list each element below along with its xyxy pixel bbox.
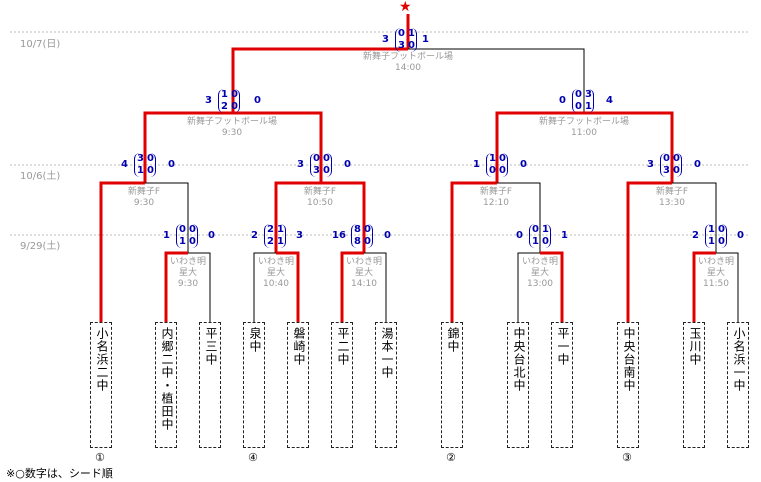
team-onahama-ni: 小名浜二中 (90, 322, 112, 448)
seed-4: ④ (248, 451, 258, 464)
bracket-q4-left (626, 181, 672, 322)
bracket-q2-right (321, 181, 366, 253)
bracket-sf-right-b (584, 111, 674, 183)
seed-note: ※○数字は、シード順 (6, 467, 113, 480)
date-label-semifinal: 10/6(土) (20, 171, 61, 182)
bracket-q3-left (450, 181, 497, 322)
bracket-r1-1-right (188, 252, 211, 322)
team-tamagawa: 玉川中 (683, 322, 705, 448)
bracket-q2-left (274, 181, 321, 253)
bracket-sf-right-a (495, 111, 584, 183)
bracket-q1-left (99, 181, 145, 322)
team-taira-san: 平三中 (199, 322, 221, 448)
team-uchigo-ni-ueda: 内郷二中・植田中 (155, 322, 177, 448)
seed-3: ③ (622, 451, 632, 464)
bracket-r1-2-right (276, 251, 300, 322)
bracket-r1-3-left (340, 251, 364, 322)
team-chuodai-kita: 中央台北中 (507, 322, 529, 448)
bracket-r1-4-right (540, 251, 564, 322)
date-label-final: 10/7(日) (20, 39, 61, 50)
bracket-r1-1-left (164, 251, 188, 322)
bracket-final-right (408, 48, 585, 113)
seed-1: ① (95, 451, 105, 464)
team-chuodai-minami: 中央台南中 (617, 322, 639, 448)
bracket-sf-left-b (233, 111, 323, 183)
team-iwasaki: 磐崎中 (287, 322, 309, 448)
team-nishiki: 錦中 (441, 322, 463, 448)
bracket-q1-right (145, 182, 189, 253)
team-yumoto-ichi: 湯本一中 (375, 322, 397, 448)
bracket-r1-3-right (364, 252, 387, 322)
seed-2: ② (446, 451, 456, 464)
bracket-final-left (231, 47, 408, 113)
bracket-q4-right (672, 182, 717, 253)
bracket-r1-5-left (692, 251, 716, 322)
bracket-r1-2-left (253, 252, 276, 322)
team-taira-ni: 平二中 (331, 322, 353, 448)
bracket-r1-4-left (517, 252, 540, 322)
date-label-first-round: 9/29(土) (20, 241, 61, 252)
team-izumi: 泉中 (243, 322, 265, 448)
champion-star-icon: ★ (399, 0, 412, 15)
team-onahama-ichi: 小名浜一中 (727, 322, 749, 448)
bracket-q3-right (497, 182, 541, 253)
team-taira-ichi: 平一中 (551, 322, 573, 448)
bracket-sf-left-a (143, 111, 233, 183)
bracket-r1-5-right (716, 252, 739, 322)
